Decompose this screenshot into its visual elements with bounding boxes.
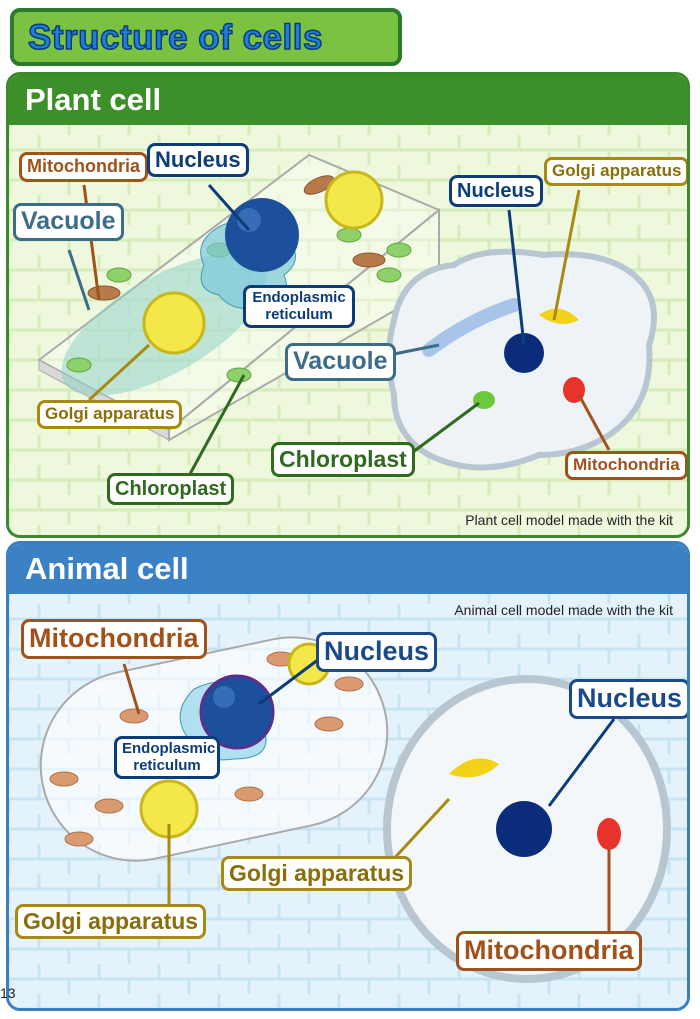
plant-diagram-er-label: Endoplasmic reticulum bbox=[243, 285, 355, 328]
plant-model-caption: Plant cell model made with the kit bbox=[465, 512, 673, 528]
plant-diagram-vacuole-label: Vacuole bbox=[13, 203, 124, 241]
plant-diagram-nucleus-label: Nucleus bbox=[147, 143, 249, 177]
plant-diagram-golgi-label: Golgi apparatus bbox=[37, 400, 182, 429]
animal-cell-panel: Animal cell bbox=[6, 541, 690, 1011]
page-number: 13 bbox=[0, 985, 16, 1001]
animal-diagram-golgi-label-lower: Golgi apparatus bbox=[15, 904, 206, 939]
page-title-box: Structure of cells bbox=[10, 8, 402, 66]
plant-model-vacuole-label: Vacuole bbox=[285, 343, 396, 381]
animal-diagram-golgi-label-upper: Golgi apparatus bbox=[221, 856, 412, 891]
plant-diagram-mitochondria-label: Mitochondria bbox=[19, 152, 148, 182]
animal-model-caption: Animal cell model made with the kit bbox=[454, 602, 673, 618]
plant-model-mitochondria-label: Mitochondria bbox=[565, 451, 688, 480]
animal-model-nucleus-label: Nucleus bbox=[569, 679, 690, 719]
plant-model-golgi-label: Golgi apparatus bbox=[544, 157, 689, 186]
plant-model-nucleus-label: Nucleus bbox=[449, 175, 543, 207]
page-title: Structure of cells bbox=[28, 18, 323, 58]
plant-diagram-chloroplast-label: Chloroplast bbox=[107, 473, 234, 505]
plant-model-chloroplast-label: Chloroplast bbox=[271, 442, 415, 477]
animal-diagram-mitochondria-label: Mitochondria bbox=[21, 619, 207, 659]
animal-diagram-nucleus-label: Nucleus bbox=[316, 632, 437, 672]
plant-cell-panel: Plant cell bbox=[6, 72, 690, 538]
animal-model-mitochondria-label: Mitochondria bbox=[456, 931, 642, 971]
animal-diagram-er-label: Endoplasmic reticulum bbox=[114, 736, 220, 779]
